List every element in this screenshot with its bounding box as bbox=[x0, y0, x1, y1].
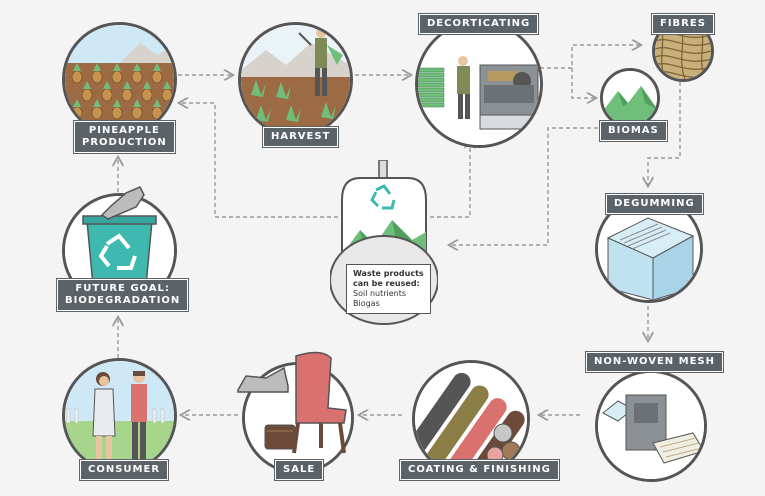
arrow-biomas-to-waste bbox=[450, 127, 598, 245]
pineapple-production-circle bbox=[62, 22, 177, 137]
degumming-tank-illustration bbox=[598, 198, 700, 300]
pineapple-field-illustration bbox=[65, 25, 174, 134]
label-text: BIODEGRADATION bbox=[65, 295, 181, 306]
label-text: SALE bbox=[283, 464, 316, 475]
arrow-decorticating-to-biomas bbox=[571, 68, 595, 98]
consumer-circle bbox=[62, 358, 177, 473]
label-text: FUTURE GOAL: bbox=[75, 283, 170, 294]
label-decorticating: DECORTICATING bbox=[419, 14, 539, 34]
waste-callout-title-1: Waste products bbox=[353, 269, 424, 278]
label-text: FIBRES bbox=[660, 18, 706, 29]
decorticating-circle bbox=[415, 20, 543, 148]
label-text: DEGUMMING bbox=[614, 198, 695, 209]
label-text: BIOMAS bbox=[608, 125, 659, 136]
consumers-illustration bbox=[65, 361, 174, 470]
label-pineapple-production: PINEAPPLE PRODUCTION bbox=[74, 121, 175, 153]
non-woven-mesh-circle bbox=[595, 370, 707, 482]
label-text: PINEAPPLE bbox=[88, 125, 160, 136]
waste-item-soil: Soil nutrients bbox=[353, 289, 407, 298]
waste-item-biogas: Biogas bbox=[353, 299, 380, 308]
arrow-decorticating-to-fibres bbox=[540, 45, 640, 69]
decorticating-machine-illustration bbox=[418, 23, 540, 145]
mesh-machine-illustration bbox=[598, 373, 704, 479]
label-consumer: CONSUMER bbox=[80, 460, 169, 480]
arrow-waste-to-production bbox=[180, 103, 345, 218]
recycle-icon bbox=[98, 233, 137, 270]
label-biomas: BIOMAS bbox=[600, 121, 667, 141]
label-text: CONSUMER bbox=[88, 464, 161, 475]
label-non-woven-mesh: NON-WOVEN MESH bbox=[586, 352, 723, 372]
arrow-fibres-to-degumming bbox=[648, 82, 681, 185]
label-harvest: HARVEST bbox=[263, 127, 339, 147]
waste-callout: Waste products can be reused: Soil nutri… bbox=[346, 264, 431, 314]
arrow-waste-to-decorticating bbox=[430, 140, 470, 218]
label-text: PRODUCTION bbox=[82, 137, 167, 148]
label-text: NON-WOVEN MESH bbox=[594, 356, 715, 367]
harvest-circle bbox=[238, 22, 353, 137]
label-text: DECORTICATING bbox=[427, 18, 531, 29]
shoe-and-chair-illustration bbox=[237, 351, 347, 454]
biomas-illustration bbox=[603, 71, 657, 125]
waste-callout-title-2: can be reused: bbox=[353, 279, 420, 288]
harvest-illustration bbox=[241, 25, 350, 134]
label-fibres: FIBRES bbox=[652, 14, 714, 34]
label-coating-finishing: COATING & FINISHING bbox=[400, 460, 559, 480]
label-text: COATING & FINISHING bbox=[408, 464, 551, 475]
label-degumming: DEGUMMING bbox=[606, 194, 703, 214]
label-text: HARVEST bbox=[271, 131, 331, 142]
label-future-goal: FUTURE GOAL: BIODEGRADATION bbox=[57, 279, 189, 311]
recycle-icon bbox=[370, 184, 396, 210]
label-sale: SALE bbox=[275, 460, 324, 480]
biomas-circle bbox=[600, 68, 660, 128]
shoe-dropping-illustration bbox=[100, 186, 145, 220]
fabric-rolls-illustration bbox=[415, 363, 527, 475]
